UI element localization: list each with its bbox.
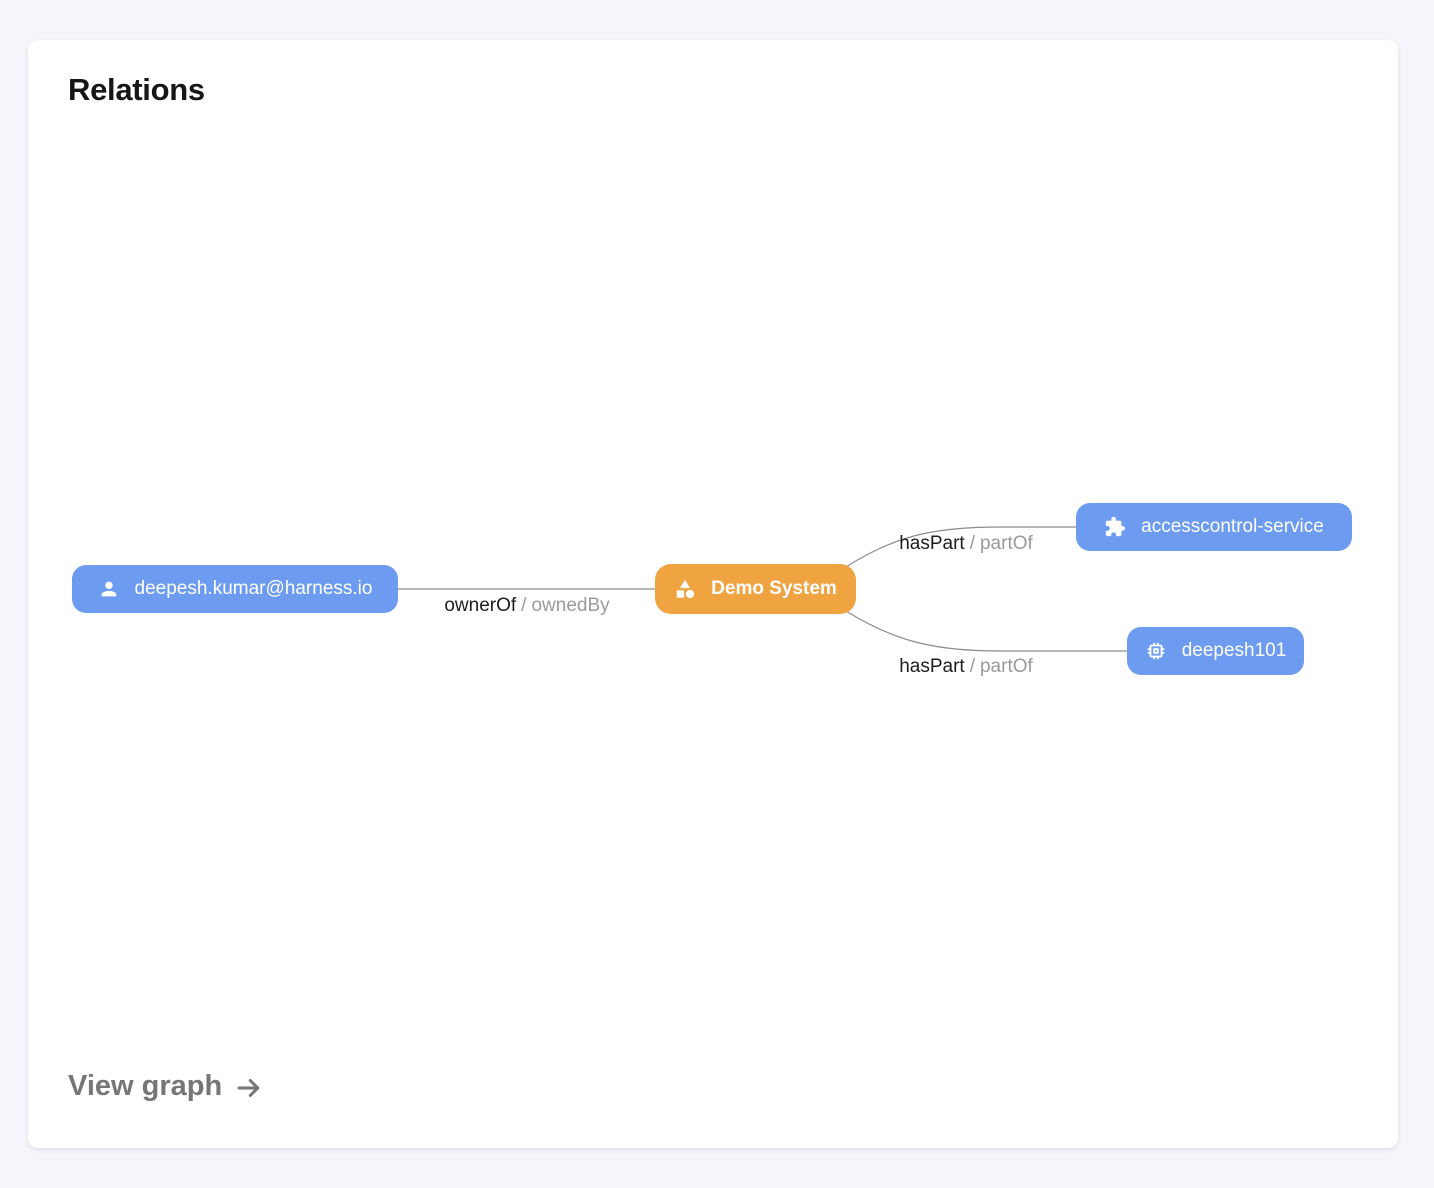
- memory-icon: [1145, 640, 1167, 662]
- relations-card: Relations deepesh.kumar@harness.io: [28, 40, 1398, 1148]
- edge-label-separator: /: [521, 595, 527, 616]
- edge-label-haspart-top: hasPart/partOf: [899, 533, 1033, 555]
- node-resource[interactable]: deepesh101: [1127, 627, 1304, 675]
- edge-label-secondary: partOf: [979, 656, 1033, 677]
- node-user[interactable]: deepesh.kumar@harness.io: [72, 565, 398, 613]
- person-icon: [98, 578, 120, 600]
- category-icon: [674, 578, 696, 600]
- edge-label-separator: /: [969, 533, 975, 554]
- node-service[interactable]: accesscontrol-service: [1076, 503, 1352, 551]
- edge-label-haspart-bottom: hasPart/partOf: [899, 656, 1033, 678]
- graph-edges: [398, 526, 1127, 652]
- node-label: accesscontrol-service: [1141, 516, 1324, 537]
- node-label: deepesh101: [1181, 640, 1287, 661]
- node-system[interactable]: Demo System: [655, 564, 856, 614]
- page-title: Relations: [68, 72, 205, 107]
- relations-graph: deepesh.kumar@harness.io Demo System acc…: [28, 40, 1398, 1148]
- edge-label-secondary: partOf: [979, 533, 1033, 554]
- view-graph-label: View graph: [68, 1070, 223, 1102]
- edge-label-primary: ownerOf: [444, 595, 517, 616]
- arrow-right-icon: [234, 1071, 264, 1103]
- edge-label-primary: hasPart: [899, 533, 965, 554]
- node-label: Demo System: [711, 578, 837, 599]
- edge-system-resource: [845, 610, 1127, 652]
- edge-system-service: [845, 526, 1076, 568]
- extension-icon: [1104, 516, 1126, 538]
- edge-label-ownerof: ownerOf/ownedBy: [444, 595, 609, 617]
- edge-label-separator: /: [969, 656, 975, 677]
- view-graph-link[interactable]: View graph: [68, 1070, 264, 1103]
- edge-label-secondary: ownedBy: [531, 595, 610, 616]
- node-label: deepesh.kumar@harness.io: [134, 578, 373, 599]
- edge-label-primary: hasPart: [899, 656, 965, 677]
